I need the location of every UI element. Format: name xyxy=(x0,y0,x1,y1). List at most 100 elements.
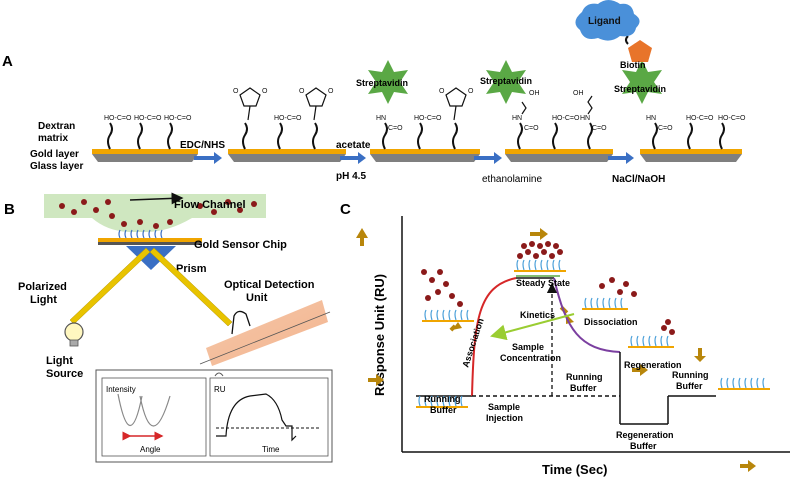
chip-3 xyxy=(370,149,480,162)
step-nacl-naoh: NaCl/NaOH xyxy=(612,174,665,185)
hn-group: HN xyxy=(512,115,522,122)
flow-particles xyxy=(59,199,257,229)
cooh-group: HO-C=O xyxy=(134,115,162,122)
biotin-shape: Biotin xyxy=(620,35,652,70)
co-group: C=O xyxy=(524,125,539,132)
running-buffer-1a: Running xyxy=(424,394,461,404)
svg-text:O: O xyxy=(233,88,239,95)
sample-injection-a: Sample xyxy=(488,402,520,412)
co-group: C=O xyxy=(388,125,403,132)
step-acetate: acetate xyxy=(336,140,371,151)
svg-text:O: O xyxy=(468,88,474,95)
panel-b-letter: B xyxy=(4,201,15,218)
steady-state-label: Steady State xyxy=(516,278,570,288)
panel-a: A Dextran matrix Gold layer Glass layer xyxy=(2,0,746,185)
sample-concentration-b: Concentration xyxy=(500,353,561,363)
dissociation-label: Dissociation xyxy=(584,317,638,327)
angle-axis-label: Angle xyxy=(140,445,161,454)
streptavidin-star-3: Streptavidin xyxy=(614,60,666,104)
matrix-label: matrix xyxy=(38,133,68,144)
hn-group: HN xyxy=(646,115,656,122)
prism xyxy=(126,246,176,270)
kinetics-arrow xyxy=(490,313,575,341)
chip-2 xyxy=(228,149,346,162)
x-axis-label: Time (Sec) xyxy=(542,462,608,477)
chip-1 xyxy=(92,149,198,162)
cooh-group: HO-C=O xyxy=(104,115,132,122)
svg-text:O: O xyxy=(439,88,445,95)
running-buffer-3b: Buffer xyxy=(676,381,703,391)
panel-b: B Flow Channel Gold Sensor Chip Prism xyxy=(4,192,333,463)
panel-a-letter: A xyxy=(2,53,13,70)
light-source-label-2: Source xyxy=(46,368,83,380)
step-ethanolamine: ethanolamine xyxy=(482,174,542,185)
svg-text:O: O xyxy=(299,88,305,95)
chip-ligands xyxy=(118,229,163,239)
analyte-particles xyxy=(421,241,675,335)
ethanolamine-chains xyxy=(521,95,593,115)
incident-beam xyxy=(69,247,151,325)
dextran-label: Dextran xyxy=(38,121,75,132)
streptavidin-star-1: Streptavidin xyxy=(356,60,408,104)
running-buffer-2a: Running xyxy=(566,372,603,382)
chip-4 xyxy=(505,149,613,162)
streptavidin-label: Streptavidin xyxy=(480,76,532,86)
gold-layer-label: Gold layer xyxy=(30,149,79,160)
ligand-label: Ligand xyxy=(588,16,621,27)
intensity-axis-label: Intensity xyxy=(106,385,136,394)
svg-text:O: O xyxy=(328,88,334,95)
flow-channel-label: Flow Channel xyxy=(174,199,246,211)
intensity-plot xyxy=(101,377,207,457)
oh-group: OH xyxy=(573,90,584,97)
optical-detection-label-1: Optical Detection xyxy=(224,279,315,291)
regeneration-label: Regeneration xyxy=(624,360,682,370)
sample-injection-b: Injection xyxy=(486,413,523,423)
running-buffer-2b: Buffer xyxy=(570,383,597,393)
flow-channel xyxy=(44,194,266,232)
light-source-label-1: Light xyxy=(46,355,73,367)
association-curve xyxy=(471,277,517,397)
surface-group xyxy=(416,259,770,408)
prism-label: Prism xyxy=(176,263,207,275)
streptavidin-label: Streptavidin xyxy=(614,84,666,94)
cooh-group: HO-C=O xyxy=(718,115,746,122)
panel-c: C Response Unit (RU) Time (Sec) xyxy=(340,201,790,477)
running-buffer-3a: Running xyxy=(672,370,709,380)
dissociation-curve xyxy=(553,277,621,353)
kinetics-label: Kinetics xyxy=(520,310,555,320)
step-arrows xyxy=(194,152,634,164)
hn-group: HN xyxy=(580,115,590,122)
chip-5 xyxy=(640,149,742,162)
oh-group: OH xyxy=(529,90,540,97)
cooh-group: HO-C=O xyxy=(164,115,192,122)
cooh-group: HO-C=O xyxy=(686,115,714,122)
tan-arrows xyxy=(356,228,756,472)
streptavidin-star-2: Streptavidin xyxy=(480,60,532,104)
gold-sensor-chip xyxy=(98,238,202,242)
co-group: C=O xyxy=(658,125,673,132)
step-edc-nhs: EDC/NHS xyxy=(180,140,225,151)
regeneration-buffer-b: Buffer xyxy=(630,441,657,451)
streptavidin-label: Streptavidin xyxy=(356,78,408,88)
running-buffer-1b: Buffer xyxy=(430,405,457,415)
light-bulb-icon xyxy=(64,322,84,347)
regeneration-buffer-a: Regeneration xyxy=(616,430,674,440)
co-group: C=O xyxy=(592,125,607,132)
hn-group: HN xyxy=(376,115,386,122)
step-ph: pH 4.5 xyxy=(336,171,366,182)
dextran-chains xyxy=(107,122,725,150)
optical-detection-label-2: Unit xyxy=(246,292,268,304)
sample-concentration-a: Sample xyxy=(512,342,544,352)
reflected-beam xyxy=(149,247,233,327)
polarized-label-2: Light xyxy=(30,294,57,306)
ligand-cloud: Ligand xyxy=(575,0,640,41)
cooh-group: HO-C=O xyxy=(414,115,442,122)
polarized-label-1: Polarized xyxy=(18,281,67,293)
flow-arrow xyxy=(129,192,184,205)
biotin-label: Biotin xyxy=(620,60,646,70)
glass-layer-label: Glass layer xyxy=(30,161,83,172)
detection-unit xyxy=(206,300,328,366)
time-axis-label: Time xyxy=(262,445,280,454)
ru-axis-label: RU xyxy=(214,385,226,394)
